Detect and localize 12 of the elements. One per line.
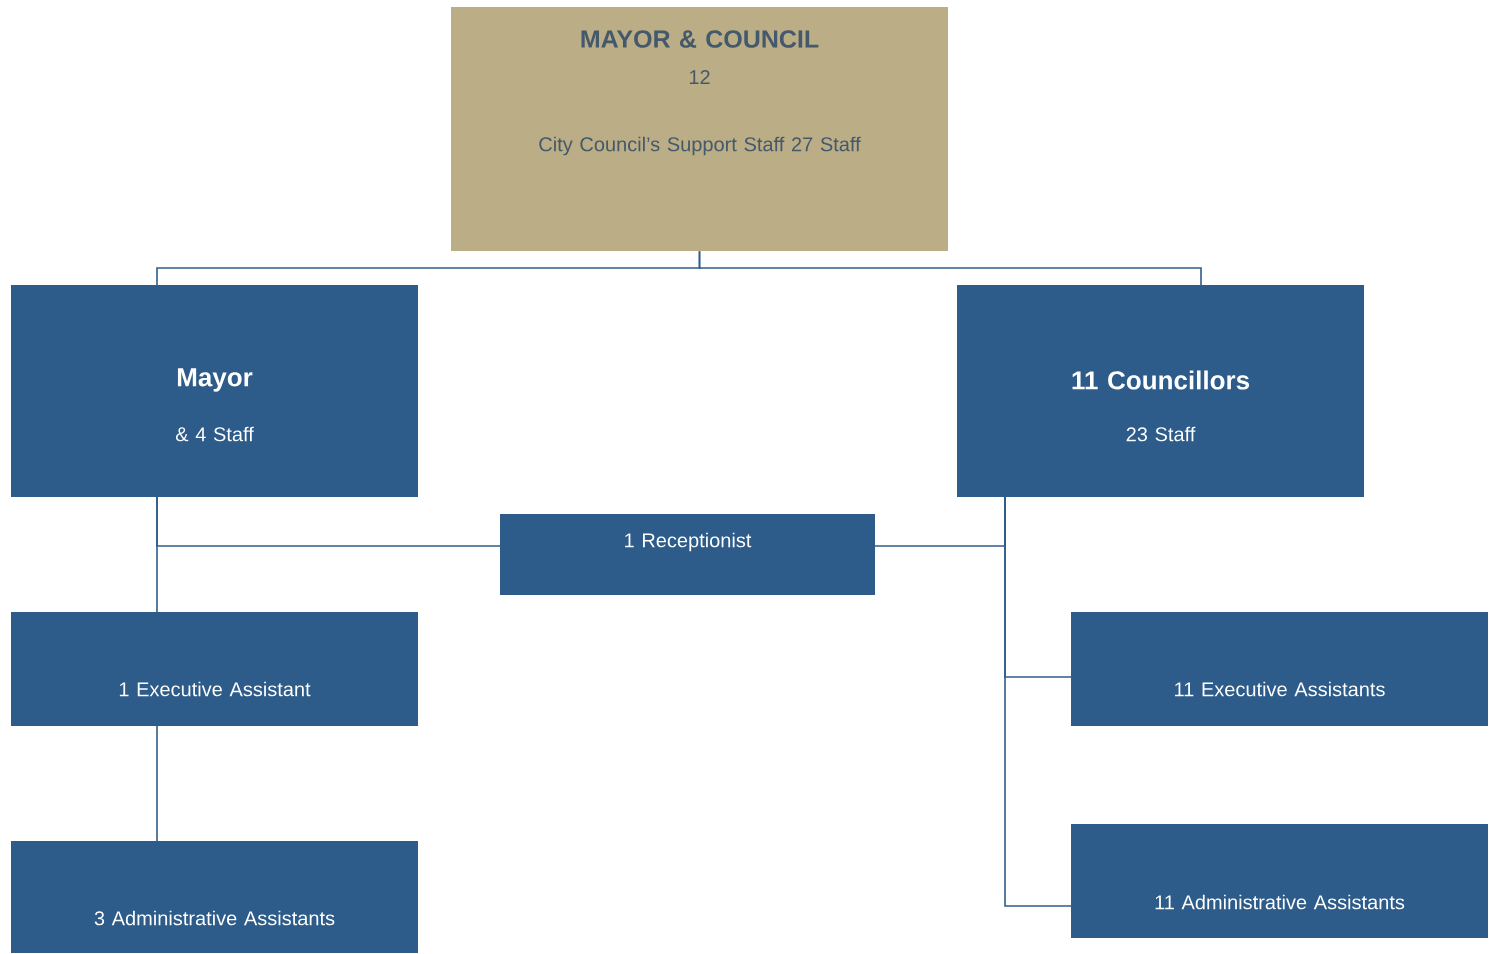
org-box: 11 Administrative Assistants (1071, 824, 1488, 938)
org-box: 3 Administrative Assistants (11, 841, 418, 953)
connector-line (156, 725, 158, 842)
org-box: 1 Receptionist (500, 514, 875, 595)
org-box: 1 Executive Assistant (11, 612, 418, 726)
org-box: Mayor & 4 Staff (11, 285, 418, 497)
connector-line (698, 250, 1202, 286)
org-box: MAYOR & COUNCIL 12 City Council’s Support Staff 27 Staff (451, 7, 948, 251)
connector-line (1004, 496, 1072, 907)
connector-line (156, 496, 158, 613)
org-box: 11 Councillors 23 Staff (957, 285, 1364, 497)
org-box: 11 Executive Assistants (1071, 612, 1488, 726)
